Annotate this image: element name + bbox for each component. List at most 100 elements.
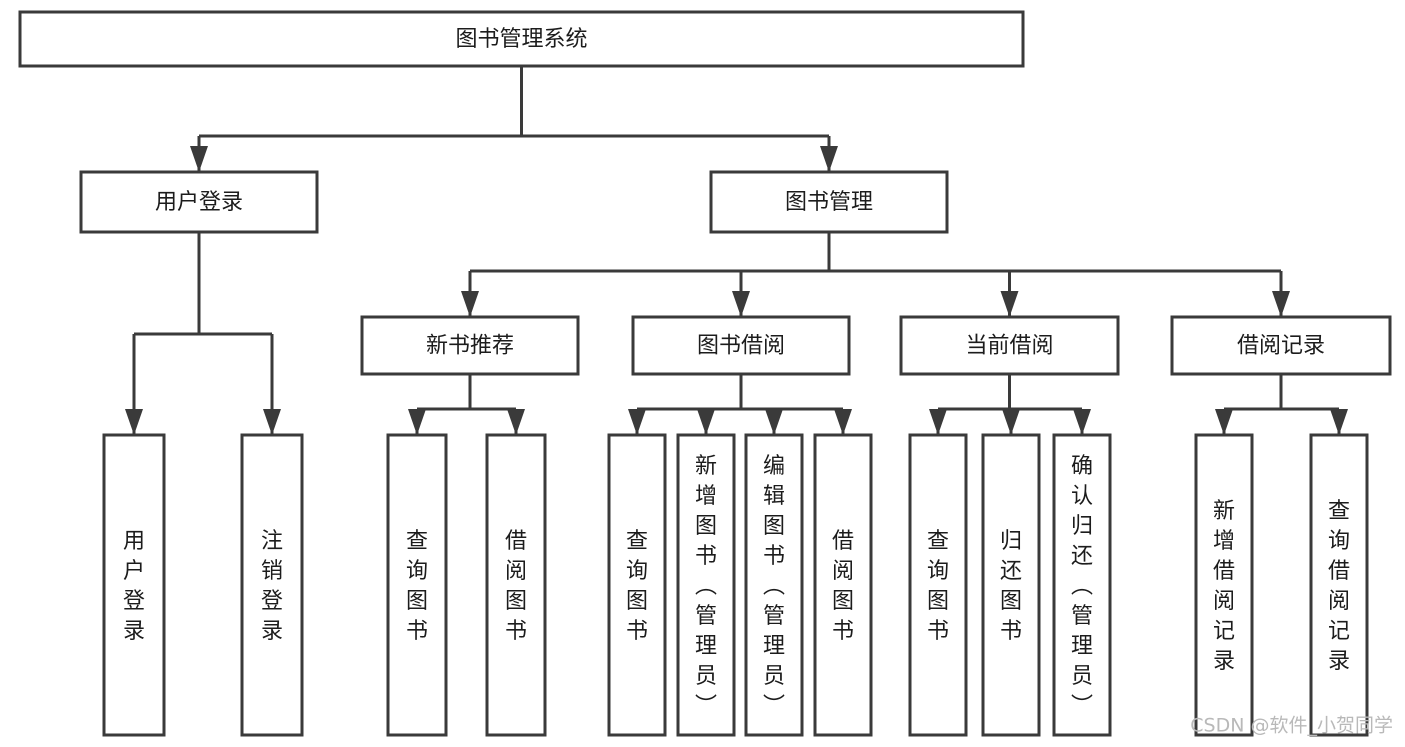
node-box-book-manage[interactable]: [709, 170, 949, 234]
node-label-char: 书: [695, 544, 717, 569]
node-label-char: 书: [505, 619, 527, 644]
node-label-char: 书: [626, 619, 648, 644]
node-label-char: 管: [695, 604, 717, 629]
node-borrow-record[interactable]: 借阅记录: [1170, 315, 1392, 376]
node-label-char: 图: [626, 589, 648, 614]
node-label-char: 书: [406, 619, 428, 644]
node-label-char: 员: [1071, 664, 1093, 689]
node-label-char: ︵: [695, 574, 717, 599]
node-label-char: 书: [927, 619, 949, 644]
node-label-leaf-borrow-book: 借阅图书: [832, 529, 854, 644]
node-leaf-confirm-return[interactable]: 确认归还︵管理员︶: [1052, 433, 1112, 737]
node-label-char: 借: [832, 529, 854, 554]
node-label-char: 记: [1328, 619, 1350, 644]
arrow-head-icon: [190, 146, 208, 172]
node-box-current-borrow[interactable]: [899, 315, 1120, 376]
node-label-char: 认: [1071, 484, 1093, 509]
node-root[interactable]: 图书管理系统: [18, 10, 1025, 68]
node-label-char: 归: [1071, 514, 1093, 539]
node-label-leaf-query-book-current: 查询图书: [927, 529, 949, 644]
arrow-head-icon: [628, 409, 646, 435]
node-book-manage[interactable]: 图书管理: [709, 170, 949, 234]
node-box-book-borrow[interactable]: [631, 315, 851, 376]
node-label-char: 图: [927, 589, 949, 614]
node-label-char: 新: [1213, 499, 1235, 524]
node-leaf-user-login[interactable]: 用户登录: [102, 433, 166, 737]
node-box-leaf-add-book[interactable]: [676, 433, 736, 737]
node-label-char: ︶: [1071, 694, 1093, 719]
node-label-char: 登: [123, 589, 145, 614]
arrow-head-icon: [408, 409, 426, 435]
node-label-char: 阅: [1328, 589, 1350, 614]
node-box-leaf-query-book-borrow[interactable]: [607, 433, 667, 737]
node-label-char: 理: [1071, 634, 1093, 659]
connector-layer: [125, 66, 1348, 435]
node-label-leaf-query-book-recommend: 查询图书: [406, 529, 428, 644]
node-leaf-edit-book[interactable]: 编辑图书︵管理员︶: [744, 433, 804, 737]
node-label-current-borrow: 当前借阅: [965, 334, 1053, 359]
node-layer: 图书管理系统用户登录图书管理新书推荐图书借阅当前借阅借阅记录用户登录注销登录查询…: [18, 10, 1392, 737]
node-box-leaf-query-book-recommend[interactable]: [386, 433, 448, 737]
node-label-leaf-add-book: 新增图书︵管理员︶: [695, 454, 717, 719]
node-label-char: 借: [1328, 559, 1350, 584]
node-box-root[interactable]: [18, 10, 1025, 68]
node-box-leaf-query-book-current[interactable]: [908, 433, 968, 737]
node-leaf-add-book[interactable]: 新增图书︵管理员︶: [676, 433, 736, 737]
node-label-char: 还: [1000, 559, 1022, 584]
arrow-head-icon: [1073, 409, 1091, 435]
node-label-char: 编: [763, 454, 785, 479]
node-current-borrow[interactable]: 当前借阅: [899, 315, 1120, 376]
node-user-login[interactable]: 用户登录: [79, 170, 319, 234]
node-leaf-borrow-book-recommend[interactable]: 借阅图书: [485, 433, 547, 737]
node-label-char: 记: [1213, 619, 1235, 644]
node-label-char: 图: [763, 514, 785, 539]
arrow-head-icon: [507, 409, 525, 435]
arrow-head-icon: [820, 146, 838, 172]
node-leaf-add-borrow-record[interactable]: 新增借阅记录: [1194, 433, 1254, 737]
node-leaf-user-logout[interactable]: 注销登录: [240, 433, 304, 737]
node-box-new-book-recommend[interactable]: [360, 315, 580, 376]
node-label-char: 理: [695, 634, 717, 659]
node-box-leaf-user-logout[interactable]: [240, 433, 304, 737]
node-box-borrow-record[interactable]: [1170, 315, 1392, 376]
node-label-char: 阅: [832, 559, 854, 584]
node-leaf-query-book-current[interactable]: 查询图书: [908, 433, 968, 737]
node-box-leaf-borrow-book[interactable]: [813, 433, 873, 737]
node-label-char: 图: [1000, 589, 1022, 614]
node-box-leaf-return-book[interactable]: [981, 433, 1041, 737]
node-label-leaf-confirm-return: 确认归还︵管理员︶: [1071, 454, 1093, 719]
node-label-char: 员: [695, 664, 717, 689]
node-book-borrow[interactable]: 图书借阅: [631, 315, 851, 376]
arrow-head-icon: [834, 409, 852, 435]
node-box-leaf-user-login[interactable]: [102, 433, 166, 737]
node-label-char: 增: [1213, 529, 1235, 554]
node-leaf-query-book-borrow[interactable]: 查询图书: [607, 433, 667, 737]
node-label-char: 管: [1071, 604, 1093, 629]
node-box-leaf-borrow-book-recommend[interactable]: [485, 433, 547, 737]
node-leaf-query-borrow-record[interactable]: 查询借阅记录: [1309, 433, 1369, 737]
node-box-leaf-edit-book[interactable]: [744, 433, 804, 737]
node-label-char: 注: [261, 529, 283, 554]
node-label-char: 用: [123, 529, 145, 554]
node-label-char: 查: [1328, 499, 1350, 524]
node-label-borrow-record: 借阅记录: [1237, 334, 1325, 359]
node-box-leaf-query-borrow-record[interactable]: [1309, 433, 1369, 737]
node-new-book-recommend[interactable]: 新书推荐: [360, 315, 580, 376]
node-leaf-query-book-recommend[interactable]: 查询图书: [386, 433, 448, 737]
node-box-leaf-add-borrow-record[interactable]: [1194, 433, 1254, 737]
node-label-char: 图: [832, 589, 854, 614]
node-label-char: 员: [763, 664, 785, 689]
arrow-head-icon: [697, 409, 715, 435]
arrow-head-icon: [929, 409, 947, 435]
node-box-leaf-confirm-return[interactable]: [1052, 433, 1112, 737]
node-leaf-return-book[interactable]: 归还图书: [981, 433, 1041, 737]
node-box-user-login[interactable]: [79, 170, 319, 234]
arrow-head-icon: [732, 291, 750, 317]
node-label-char: 询: [927, 559, 949, 584]
node-label-char: 录: [261, 619, 283, 644]
node-label-char: ︶: [695, 694, 717, 719]
node-label-char: 新: [695, 454, 717, 479]
node-leaf-borrow-book[interactable]: 借阅图书: [813, 433, 873, 737]
node-label-leaf-edit-book: 编辑图书︵管理员︶: [763, 454, 785, 719]
